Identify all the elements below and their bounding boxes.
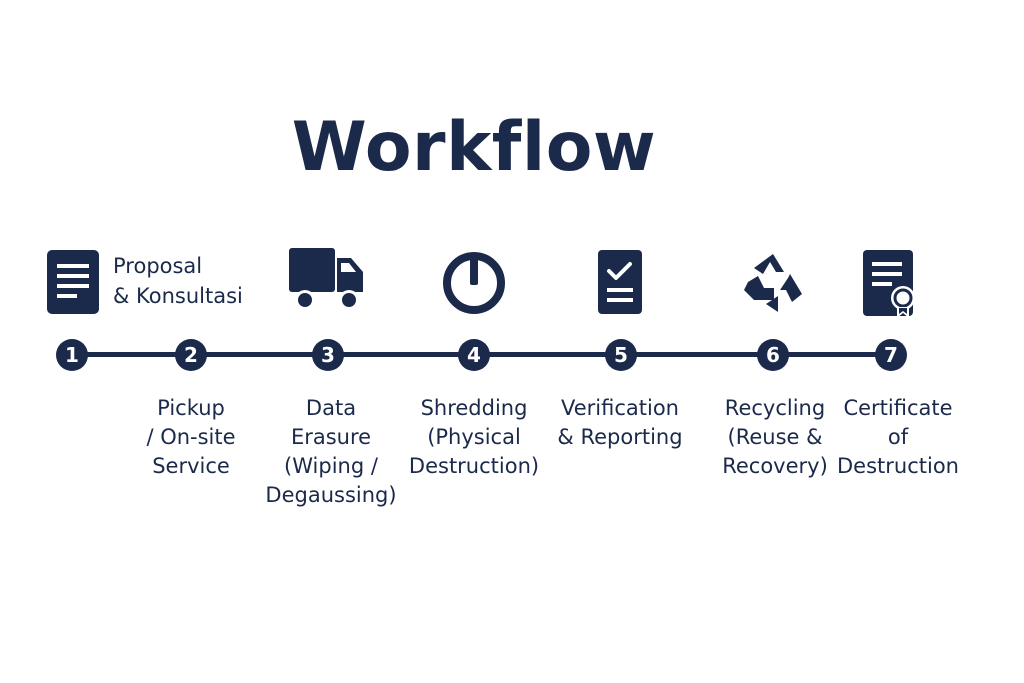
step-2-label: Pickup / On-site Service	[146, 396, 236, 478]
certificate-icon	[863, 250, 917, 318]
step-4-number: 4	[458, 339, 490, 371]
step-5-number: 5	[605, 339, 637, 371]
recycle-icon	[740, 250, 806, 314]
document-icon	[47, 250, 99, 314]
step-6-number: 6	[757, 339, 789, 371]
step-7-label: Certificate of Destruction	[837, 396, 959, 478]
step-7-number: 7	[875, 339, 907, 371]
truck-icon	[289, 248, 363, 312]
step-3-label: Data Erasure (Wiping / Degaussing)	[265, 396, 397, 507]
step-1-number: 1	[56, 339, 88, 371]
step-3-number: 3	[312, 339, 344, 371]
power-icon	[441, 250, 507, 316]
step-6-label: Recycling (Reuse & Recovery)	[722, 396, 828, 478]
step-5-label: Verification & Reporting	[557, 396, 683, 449]
page-title: Workflow	[291, 108, 657, 187]
step-2-number: 2	[175, 339, 207, 371]
checklist-icon	[598, 250, 642, 314]
step-1-label: Proposal & Konsultasi	[113, 254, 243, 308]
step-4-label: Shredding (Physical Destruction)	[408, 396, 540, 478]
